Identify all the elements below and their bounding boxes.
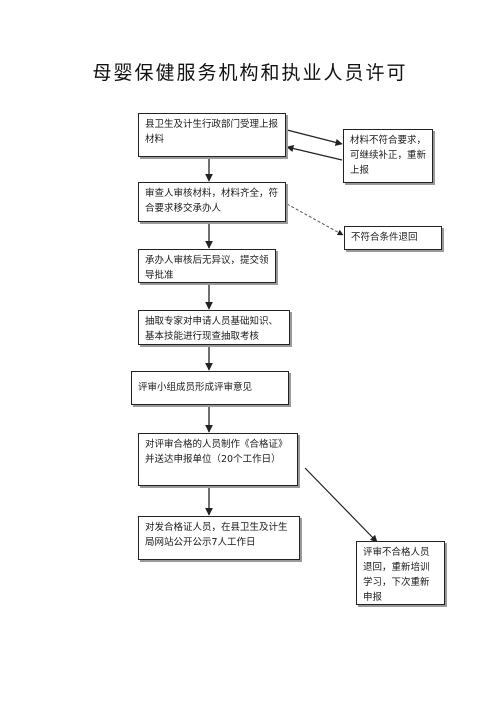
step-3-handler-approval: 承办人审核后无异议，提交领导批准 — [138, 249, 276, 283]
note-failed-retrain: 评审不合格人员退回，重新培训学习，下次重新申报 — [356, 541, 445, 605]
arrow-step6-note3 — [304, 467, 378, 543]
step-7-public-notice: 对发合格证人员，在县卫生及计生局网站公开公示7人工作日 — [138, 516, 300, 560]
arrow-note1-step1 — [286, 144, 343, 161]
step-5-panel-opinion: 评审小组成员形成评审意见 — [131, 371, 289, 405]
note-incomplete-materials: 材料不符合要求，可继续补正，重新上报 — [343, 129, 433, 183]
page-title: 母婴保健服务机构和执业人员许可 — [92, 62, 408, 84]
note-ineligible-returned: 不符合条件退回 — [344, 226, 442, 250]
arrow-step1-note1 — [286, 129, 343, 146]
arrow-step2-note2 — [286, 203, 344, 236]
step-2-review-materials: 审查人审核材料，材料齐全，符合要求移交承办人 — [138, 182, 286, 222]
step-4-expert-assessment: 抽取专家对申请人员基础知识、基本技能进行现查抽取考核 — [138, 310, 290, 345]
step-1-accept-materials: 县卫生及计生行政部门受理上报材料 — [138, 113, 286, 157]
step-6-issue-certificate: 对评审合格的人员制作《合格证》并送达申报单位（20个工作日） — [138, 433, 298, 486]
